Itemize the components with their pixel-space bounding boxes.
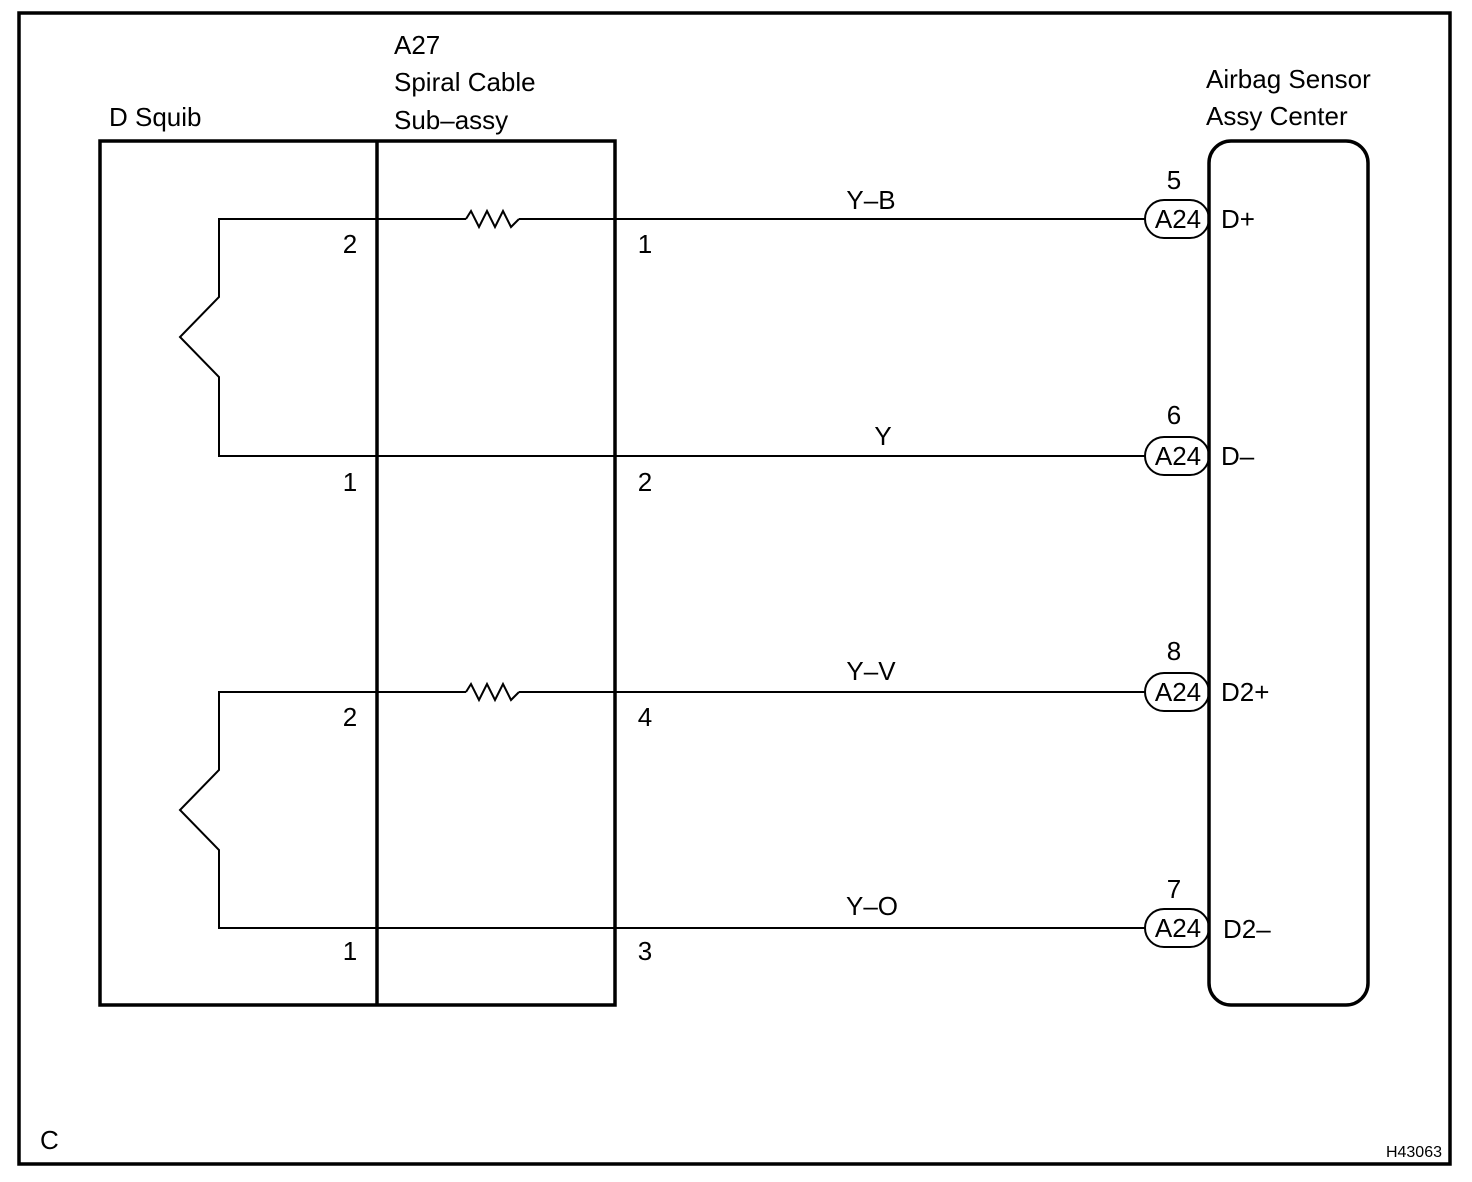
squib-1-heater [178,218,377,457]
connector-label: A24 [1155,204,1201,234]
ecu-pin-label: 8 [1167,636,1181,666]
circuit-4: 1 3 Y–O 7 A24 D2– [343,874,1271,966]
spiral-pin-label: 3 [638,936,652,966]
squib-pin-label: 2 [343,229,357,259]
squib-1-element [178,218,377,457]
ecu-pin-label: 6 [1167,400,1181,430]
d-squib-label: D Squib [109,102,202,132]
airbag-sensor-name-line2: Assy Center [1206,101,1348,131]
airbag-sensor-box [1207,139,1370,1007]
connector-oval [1144,436,1210,476]
spiral-cable-name-line2: Sub–assy [394,105,508,135]
connector-label: A24 [1155,913,1201,943]
squib-spiral-box [98,139,617,1007]
circuit-3: 2 4 Y–V 8 A24 D2+ [343,636,1270,732]
squib-pin-label: 1 [343,467,357,497]
spiral-pin-label: 4 [638,702,652,732]
squib-pin-label: 1 [343,936,357,966]
connector-oval [1144,672,1210,712]
corner-letter: C [40,1125,59,1155]
ecu-pin-label: 5 [1167,165,1181,195]
spiral-pin-label: 2 [638,467,652,497]
connector-label: A24 [1155,441,1201,471]
terminal-label: D2– [1223,914,1271,944]
wire-color-label: Y–O [846,891,898,921]
squib-2-element [178,691,377,929]
squib-2-heater [178,691,377,929]
squib-pin-label: 2 [343,702,357,732]
terminal-label: D– [1221,441,1255,471]
wire-color-label: Y–V [846,656,896,686]
spiral-resistor-2 [465,681,520,703]
connector-oval [1144,908,1210,948]
terminal-label: D+ [1221,204,1255,234]
outer-frame [17,11,1452,1166]
circuit-1: 2 1 Y–B 5 A24 D+ [343,165,1255,259]
terminal-label: D2+ [1221,677,1269,707]
spiral-pin-label: 1 [638,229,652,259]
connector-oval [1144,199,1210,239]
airbag-sensor-name-line1: Airbag Sensor [1206,64,1371,94]
wire-color-label: Y [874,421,891,451]
ecu-pin-label: 7 [1167,874,1181,904]
circuit-2: 1 2 Y 6 A24 D– [343,400,1255,497]
spiral-cable-code: A27 [394,30,440,60]
wire-color-label: Y–B [846,185,895,215]
figure-code: H43063 [1386,1144,1442,1161]
spiral-resistor-1 [465,208,520,230]
connector-label: A24 [1155,677,1201,707]
spiral-cable-name-line1: Spiral Cable [394,67,536,97]
